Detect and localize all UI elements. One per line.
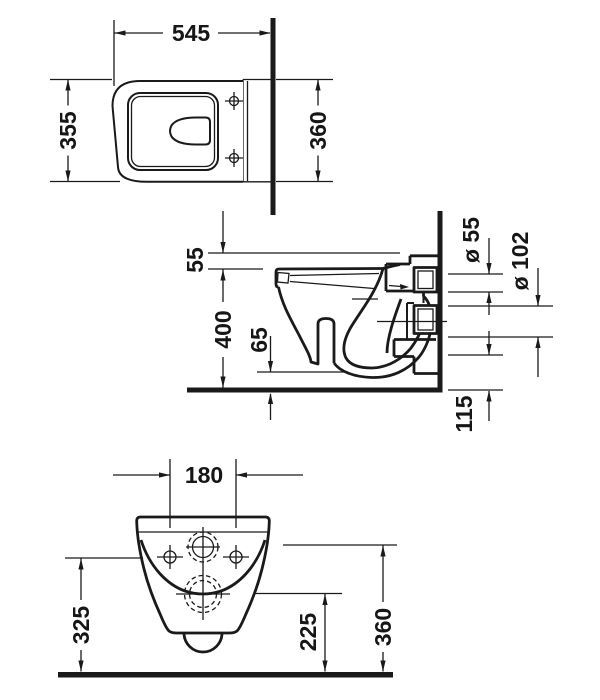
dim-front-outlet-height: 225 <box>255 592 342 672</box>
top-view: 545 355 360 <box>50 18 333 215</box>
dim-label-front-flush-height: 360 <box>370 608 396 646</box>
top-view-rear-block <box>242 78 271 183</box>
dim-label-front-hole-spacing: 180 <box>185 462 223 488</box>
side-view-flush-pipe <box>412 266 439 294</box>
front-view-floor-line <box>58 672 393 678</box>
dim-label-side-outlet-diameter: ø 102 <box>507 232 533 291</box>
dim-top-depth: 545 <box>113 20 271 86</box>
side-view-floor-line <box>187 387 443 393</box>
dim-label-front-outlet-height: 225 <box>295 613 321 652</box>
dim-side-flush-diameter: ø 55 <box>448 217 503 315</box>
dim-top-width: 355 <box>50 78 120 183</box>
dim-label-top-width-wall: 360 <box>305 111 331 149</box>
dim-label-top-depth: 545 <box>172 20 211 46</box>
side-view-flush-pipe-inner <box>417 270 434 290</box>
dim-side-outlet-diameter: ø 102 <box>448 232 553 377</box>
dim-side-rim-height: 400 <box>210 269 236 388</box>
front-view-mount-mark-left <box>157 545 183 569</box>
side-view: 55 400 65 <box>182 211 553 433</box>
front-view-outlet-bump <box>182 632 224 654</box>
top-view-mount-mark-lower <box>225 149 243 167</box>
dim-side-outlet-clearance: 115 <box>448 331 503 433</box>
dim-front-body-height: 325 <box>65 557 143 672</box>
dim-label-side-flush-diameter: ø 55 <box>458 217 484 263</box>
side-view-rim-front-detail <box>276 271 290 284</box>
side-view-outlet-pipe-inner <box>417 308 434 331</box>
side-view-wall-line <box>437 211 443 392</box>
dim-label-side-trap-height: 65 <box>246 327 272 353</box>
top-view-toilet-body <box>111 78 271 183</box>
front-view-toilet-body <box>135 515 271 654</box>
dim-front-hole-spacing: 180 <box>113 459 303 528</box>
dim-label-side-rim-height: 400 <box>210 310 236 348</box>
front-view-flush-hole <box>186 531 220 563</box>
dim-side-rim-drop: 55 <box>182 211 400 273</box>
top-view-wall-line <box>270 18 276 215</box>
dim-label-top-width: 355 <box>55 111 81 150</box>
dim-top-width-wall: 360 <box>276 78 333 183</box>
top-view-seat-outer <box>127 92 219 171</box>
front-view: 180 325 225 <box>58 459 397 678</box>
dim-label-front-body-height: 325 <box>68 606 94 645</box>
top-view-body-outline <box>111 80 243 183</box>
front-view-mount-mark-right <box>223 545 249 569</box>
side-view-outlet-pipe <box>412 304 439 335</box>
dim-side-trap-height: 65 <box>246 327 348 420</box>
side-view-toilet-profile <box>274 254 447 379</box>
top-view-drain-shape <box>168 116 211 146</box>
dim-label-side-outlet-clearance: 115 <box>451 395 477 432</box>
side-view-flow-arrow <box>388 284 409 290</box>
dim-label-side-rim-drop: 55 <box>182 247 208 273</box>
top-view-mount-mark-upper <box>225 92 243 110</box>
top-view-seat-inner <box>130 95 216 168</box>
dim-front-flush-height: 360 <box>283 544 397 672</box>
front-view-outlet-hole <box>176 574 230 614</box>
